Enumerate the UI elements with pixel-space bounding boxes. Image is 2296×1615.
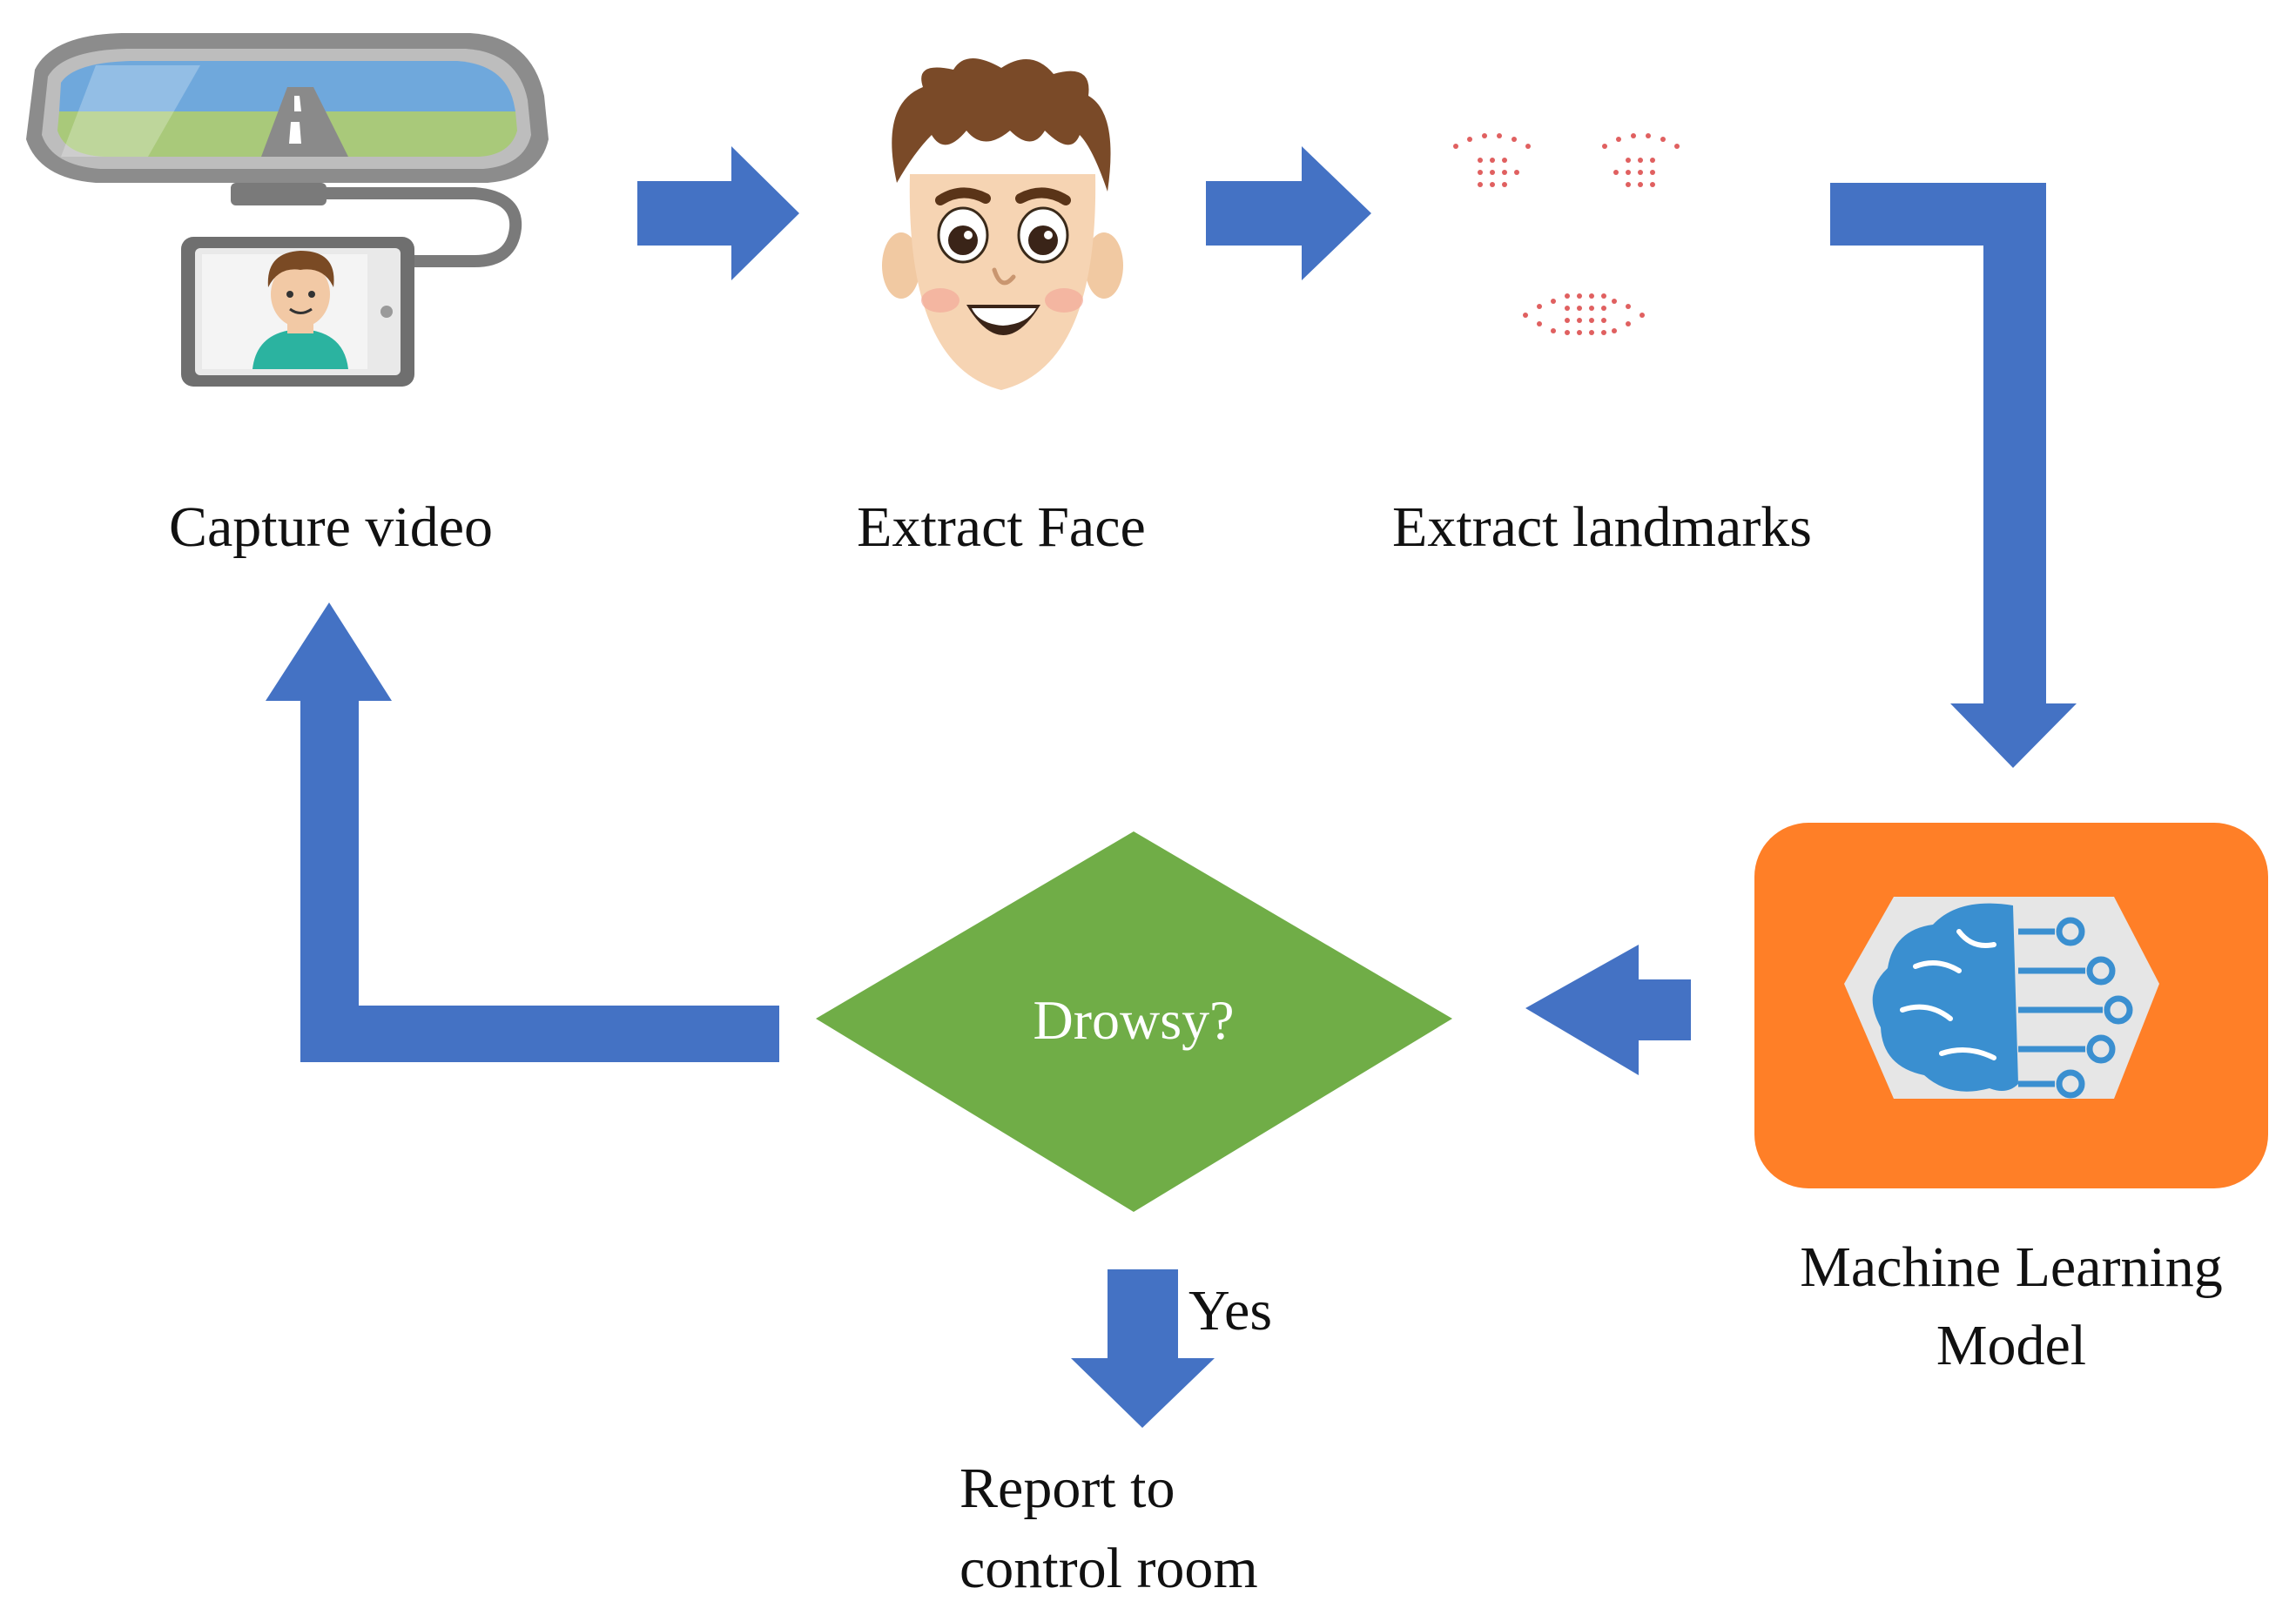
- arrow-capture-to-face: [637, 146, 799, 280]
- report-label-line2: control room: [959, 1537, 1258, 1600]
- decision-label: Drowsy?: [1033, 989, 1235, 1051]
- right-eye-landmarks: [1602, 133, 1680, 187]
- report-label-line1: Report to: [959, 1457, 1175, 1520]
- arrow-landmarks-to-model: [1830, 183, 2077, 768]
- arrow-face-to-landmarks: [1206, 146, 1371, 280]
- extract-face-label: Extract Face: [857, 495, 1146, 559]
- left-eye-landmarks: [1453, 133, 1531, 187]
- ml-model-label-line1: Machine Learning: [1800, 1235, 2223, 1299]
- extract-landmarks-label: Extract landmarks: [1392, 495, 1812, 559]
- arrow-decision-to-capture: [266, 602, 779, 1062]
- capture-video-label: Capture video: [168, 495, 494, 559]
- mouth-landmarks: [1523, 293, 1645, 335]
- ml-model-label-line2: Model: [1936, 1314, 2087, 1377]
- ml-model-box: [1754, 823, 2268, 1188]
- ai-brain-icon: [1844, 897, 2159, 1099]
- rearview-mirror-camera-icon: [26, 33, 549, 387]
- yes-label: Yes: [1188, 1279, 1273, 1342]
- arrow-model-to-decision: [1525, 945, 1691, 1075]
- cartoon-face-icon: [882, 57, 1123, 390]
- facial-landmarks-icon: [1453, 133, 1680, 335]
- decision-diamond: [816, 831, 1452, 1212]
- arrow-yes-to-report: [1071, 1269, 1215, 1428]
